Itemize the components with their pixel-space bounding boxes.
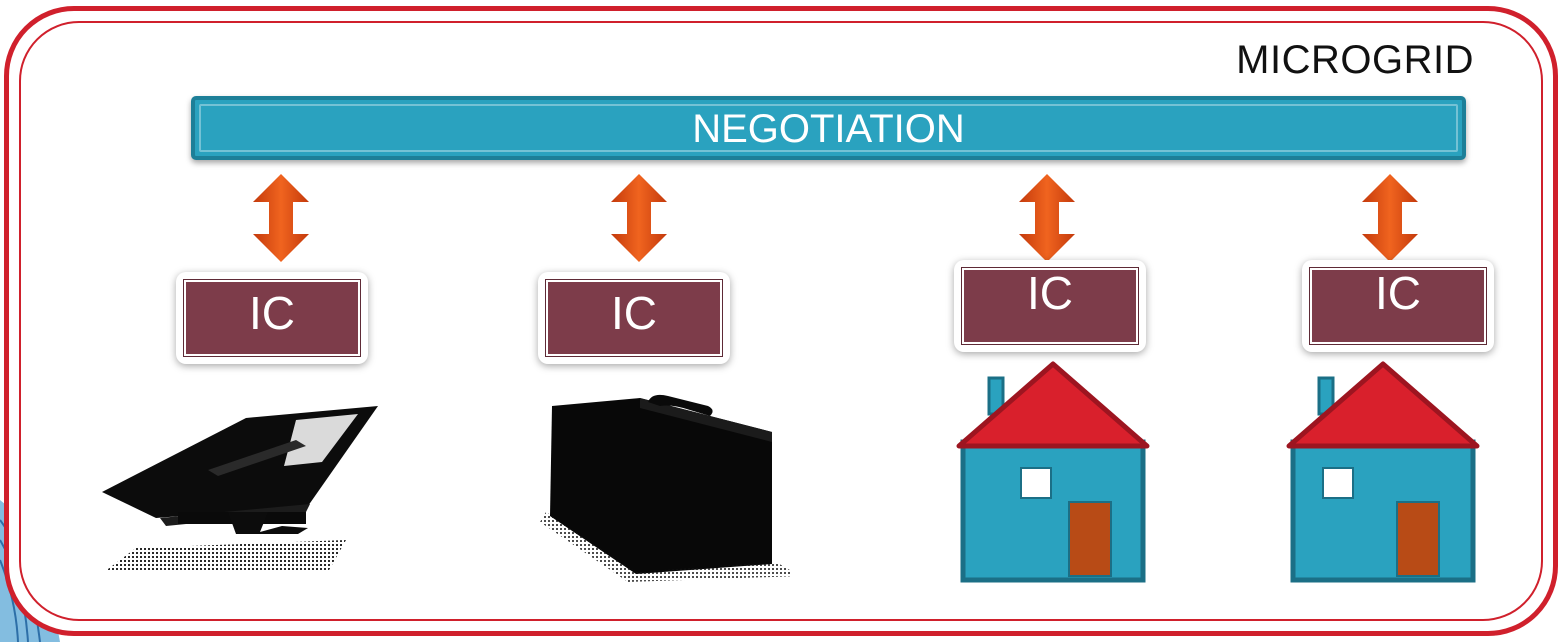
ic-box-3-inner bbox=[961, 267, 1139, 345]
house-icon-1 bbox=[956, 361, 1150, 583]
ic-box-1: IC bbox=[176, 272, 368, 364]
ic-box-4: IC bbox=[1302, 260, 1494, 352]
microgrid-title: MICROGRID bbox=[1236, 38, 1474, 82]
ic-box-4-inner bbox=[1309, 267, 1487, 345]
battery-icon bbox=[540, 394, 790, 582]
ic-label-3: IC bbox=[1027, 267, 1073, 319]
bidirectional-arrow-4 bbox=[1362, 174, 1418, 262]
ic-label-2: IC bbox=[611, 287, 657, 339]
bidirectional-arrow-1 bbox=[253, 174, 309, 262]
bidirectional-arrow-3 bbox=[1019, 174, 1075, 262]
ic-label-1: IC bbox=[249, 287, 295, 339]
solar-panel-icon bbox=[102, 406, 378, 572]
ic-box-3: IC bbox=[954, 260, 1146, 352]
negotiation-label: NEGOTIATION bbox=[692, 107, 965, 151]
ic-label-4: IC bbox=[1375, 267, 1421, 319]
negotiation-bar: NEGOTIATION bbox=[191, 96, 1466, 160]
ic-box-2-inner bbox=[545, 279, 723, 357]
bidirectional-arrow-2 bbox=[611, 174, 667, 262]
ic-box-2: IC bbox=[538, 272, 730, 364]
ic-box-1-inner bbox=[183, 279, 361, 357]
house-icon-2 bbox=[1286, 361, 1480, 583]
microgrid-frame-inner-border bbox=[19, 21, 1543, 621]
